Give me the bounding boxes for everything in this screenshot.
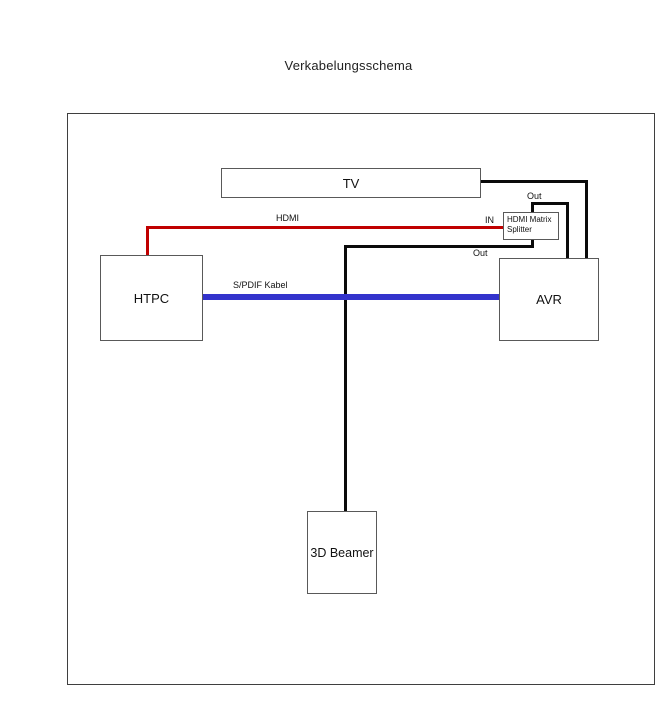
wire-beamer-horizontal bbox=[345, 245, 534, 248]
splitter-in-label: IN bbox=[485, 215, 494, 225]
hdmi-label: HDMI bbox=[276, 213, 299, 223]
wire-hdmi-vertical bbox=[146, 227, 149, 256]
wire-splitter-out-down bbox=[566, 202, 569, 260]
node-avr-label: AVR bbox=[536, 292, 562, 307]
diagram-title: Verkabelungsschema bbox=[284, 58, 413, 73]
wire-beamer-vertical bbox=[344, 245, 347, 512]
node-htpc: HTPC bbox=[100, 255, 203, 341]
diagram-frame bbox=[67, 113, 655, 685]
splitter-out-top-label: Out bbox=[527, 191, 542, 201]
spdif-label: S/PDIF Kabel bbox=[233, 280, 288, 290]
node-tv: TV bbox=[221, 168, 481, 198]
node-hdmi-matrix-splitter: HDMI Matrix Splitter bbox=[503, 212, 559, 240]
node-htpc-label: HTPC bbox=[133, 290, 170, 306]
wire-splitter-out-up bbox=[531, 202, 534, 213]
node-3d-beamer-label: 3D Beamer bbox=[310, 545, 374, 560]
node-3d-beamer: 3D Beamer bbox=[307, 511, 377, 594]
node-hdmi-matrix-splitter-label: HDMI Matrix Splitter bbox=[507, 215, 552, 234]
wire-tv-vertical bbox=[585, 180, 588, 260]
wire-beamer-drop bbox=[531, 240, 534, 248]
node-tv-label: TV bbox=[342, 175, 360, 191]
wire-hdmi-horizontal bbox=[146, 226, 503, 229]
node-avr: AVR bbox=[499, 258, 599, 341]
splitter-out-bottom-label: Out bbox=[473, 248, 488, 258]
wire-splitter-out-horizontal bbox=[531, 202, 569, 205]
wire-tv-horizontal bbox=[481, 180, 588, 183]
wire-spdif bbox=[203, 294, 499, 300]
